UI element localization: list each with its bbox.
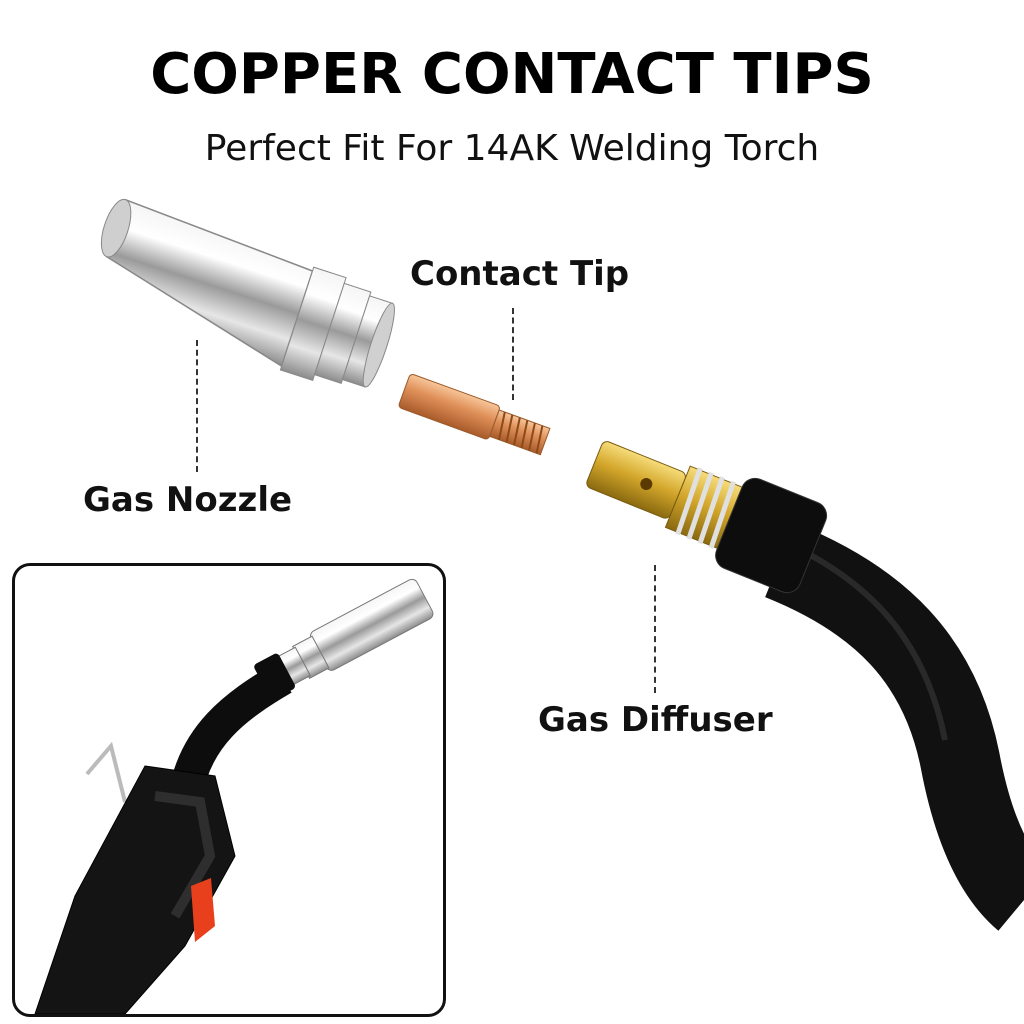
gas-nozzle-label: Gas Nozzle — [83, 480, 293, 520]
torch-inset — [12, 563, 446, 1017]
contact-tip-part — [398, 374, 551, 456]
page-subtitle: Perfect Fit For 14AK Welding Torch — [204, 128, 820, 169]
page-title: COPPER CONTACT TIPS — [150, 42, 874, 107]
gas-nozzle-part — [100, 198, 395, 388]
trigger — [191, 878, 215, 942]
cable — [764, 522, 1024, 931]
gas-diffuser-part — [586, 441, 828, 594]
gas-diffuser-label: Gas Diffuser — [538, 700, 773, 740]
welding-torch-illustration — [34, 578, 434, 1014]
contact-tip-leader — [512, 308, 514, 400]
contact-tip-label: Contact Tip — [410, 254, 630, 294]
gas-diffuser-leader — [654, 565, 656, 693]
gas-nozzle-leader — [196, 340, 198, 472]
